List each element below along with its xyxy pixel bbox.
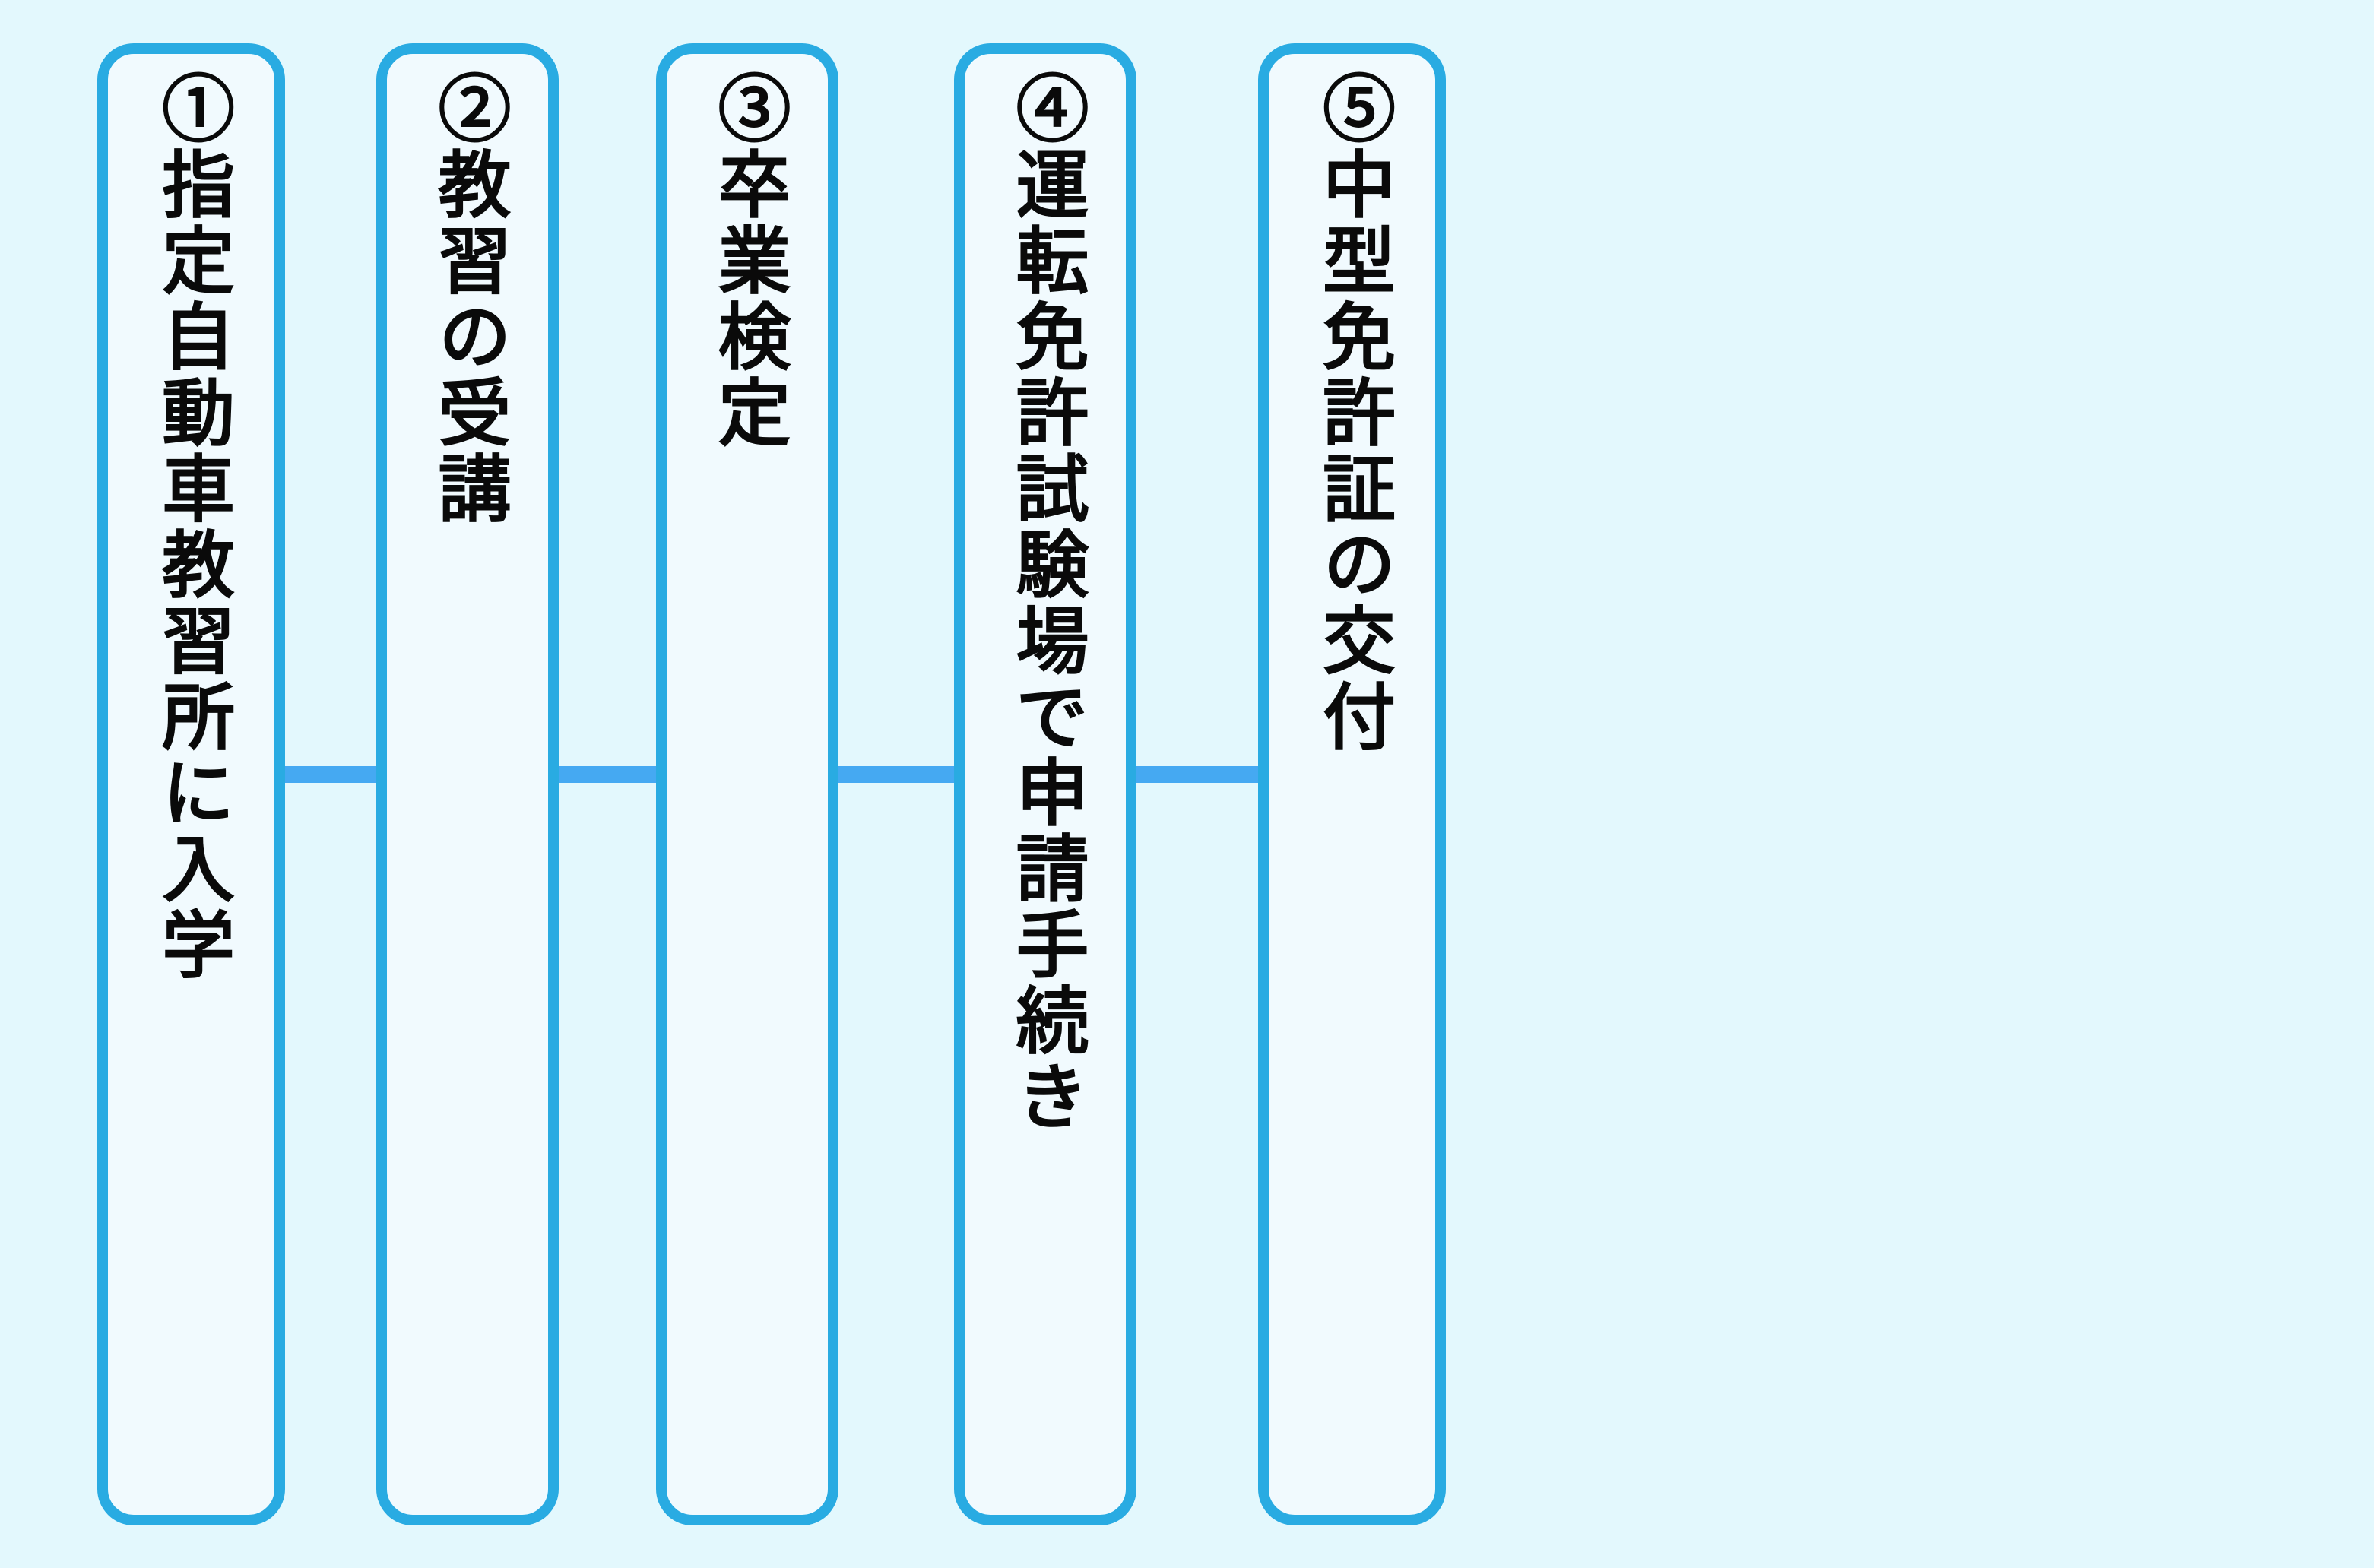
step-box-5: ⑤中型免許証の交付 bbox=[1258, 43, 1446, 1525]
step-5-number: ⑤ bbox=[1311, 71, 1393, 147]
step-2-text: 教習の受講 bbox=[427, 147, 509, 527]
step-2-number: ② bbox=[427, 71, 509, 147]
step-4-number: ④ bbox=[1005, 71, 1086, 147]
step-1-label: ①指定自動車教習所に入学 bbox=[151, 71, 233, 983]
step-1-number: ① bbox=[151, 71, 233, 147]
step-box-3: ③卒業検定 bbox=[656, 43, 838, 1525]
step-2-label: ②教習の受講 bbox=[427, 71, 509, 527]
step-box-2: ②教習の受講 bbox=[376, 43, 559, 1525]
step-3-label: ③卒業検定 bbox=[707, 71, 788, 451]
step-3-text: 卒業検定 bbox=[707, 147, 788, 451]
step-5-text: 中型免許証の交付 bbox=[1311, 147, 1393, 755]
step-4-label: ④運転免許試験場で申請手続き bbox=[1005, 71, 1086, 1135]
step-3-number: ③ bbox=[707, 71, 788, 147]
step-box-1: ①指定自動車教習所に入学 bbox=[97, 43, 285, 1525]
step-box-4: ④運転免許試験場で申請手続き bbox=[954, 43, 1136, 1525]
step-4-text: 運転免許試験場で申請手続き bbox=[1005, 147, 1086, 1135]
step-1-text: 指定自動車教習所に入学 bbox=[151, 147, 233, 983]
step-5-label: ⑤中型免許証の交付 bbox=[1312, 71, 1393, 755]
